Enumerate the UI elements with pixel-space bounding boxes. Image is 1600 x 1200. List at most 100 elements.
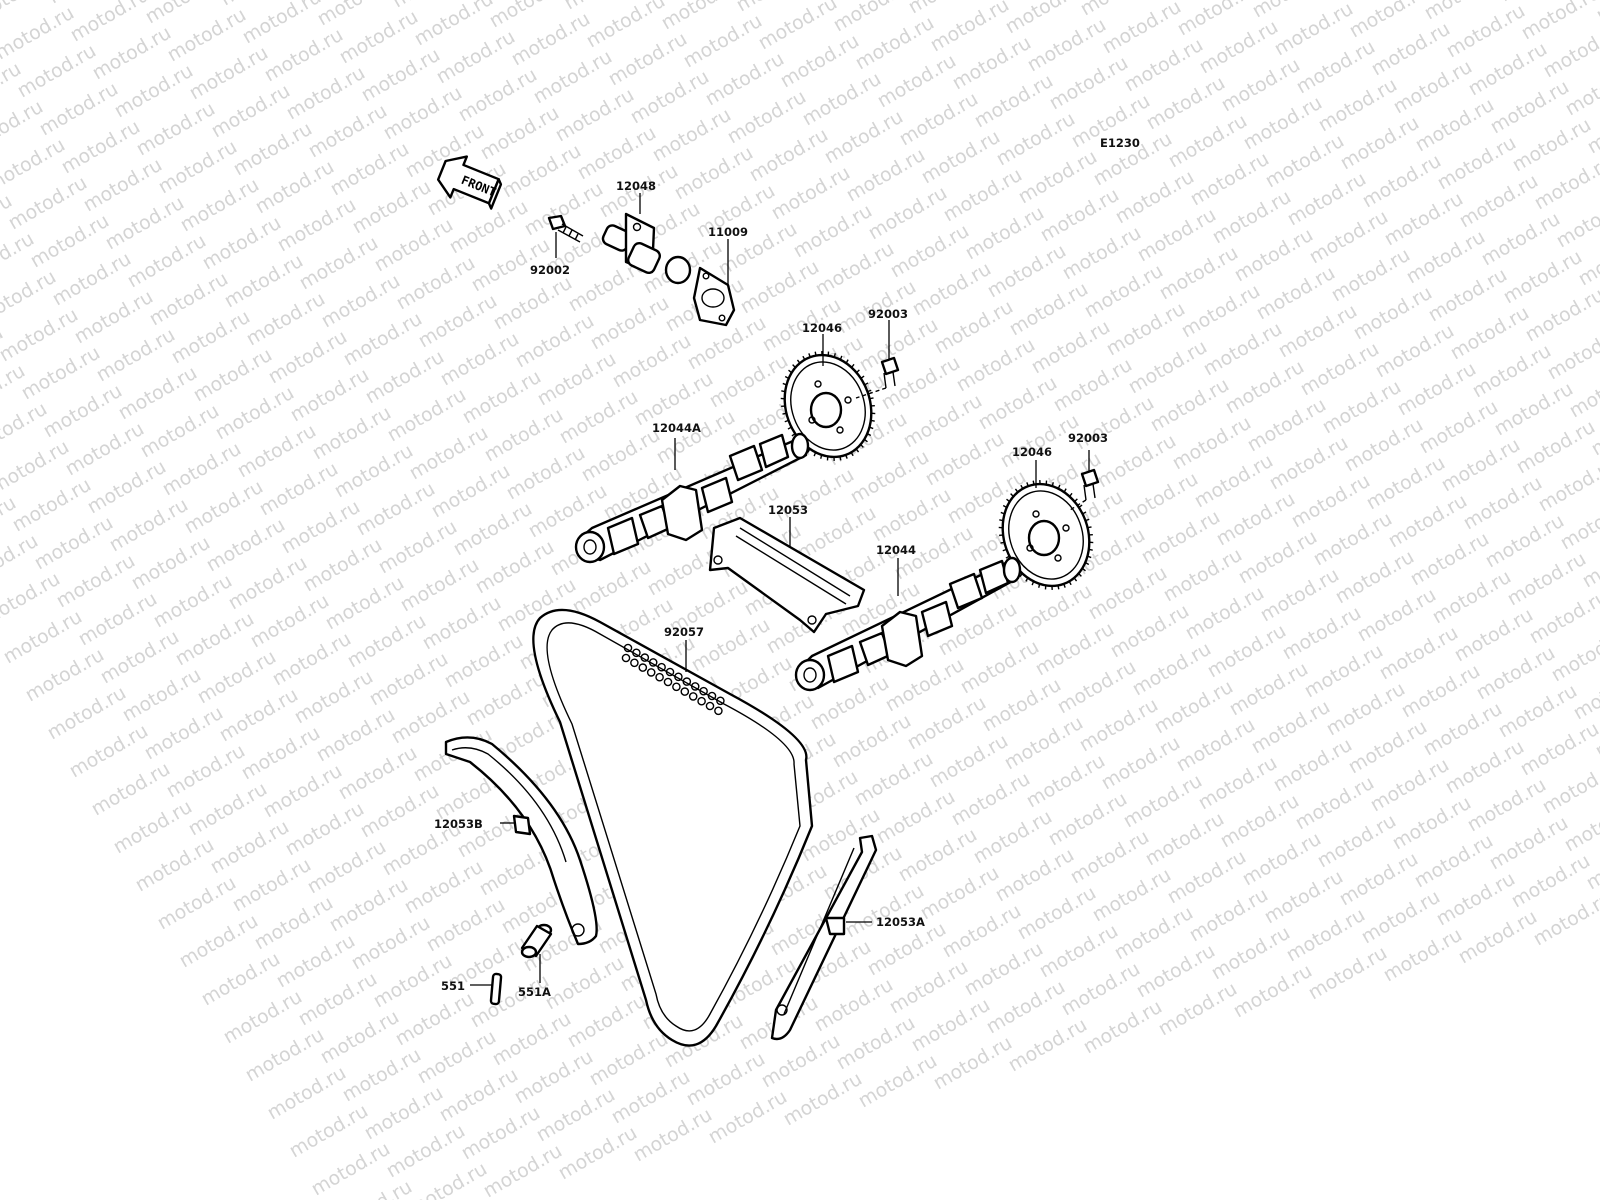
sprocket-tooth: [833, 353, 836, 358]
sprocket-tooth: [1087, 555, 1092, 559]
chain-link: [657, 662, 666, 672]
sprocket-tooth: [999, 519, 1004, 522]
sprocket-tooth: [1020, 484, 1024, 490]
diagram-code: E1230: [1100, 136, 1140, 150]
sprocket-tooth: [856, 369, 860, 374]
sprocket-tooth: [855, 448, 860, 453]
sprocket-tooth: [802, 355, 806, 361]
sprocket-tooth: [1002, 504, 1008, 509]
sprocket-tooth: [1068, 580, 1072, 586]
bolt-92003-lower: [1080, 468, 1100, 501]
chain-link: [699, 686, 708, 696]
chain-link: [623, 643, 633, 653]
label-551A: 551A: [518, 985, 551, 999]
dowel-pin-551: [489, 972, 503, 1006]
chain-link: [716, 696, 725, 706]
sprocket-tooth: [1057, 585, 1060, 590]
sprocket-tooth: [784, 375, 790, 380]
label-92002: 92002: [530, 263, 570, 277]
front-arrow-icon: FRONT: [436, 155, 503, 210]
dowel-pin-551A: [520, 923, 553, 959]
chain-guide-12053B: [444, 736, 598, 946]
label-92003-upper: 92003: [868, 307, 908, 321]
sprocket-tooth: [1078, 572, 1082, 577]
sprocket-tooth: [1081, 567, 1086, 572]
label-12046-upper: 12046: [802, 321, 842, 335]
sprocket-tooth: [1051, 482, 1054, 487]
sprocket-tooth: [1032, 480, 1035, 485]
sprocket-tooth: [820, 454, 823, 459]
sprocket-tooth: [1078, 504, 1083, 509]
sprocket-tooth: [796, 359, 801, 364]
label-551: 551: [441, 979, 465, 993]
sprocket-tooth: [864, 382, 869, 386]
sprocket-tooth: [845, 359, 849, 364]
sprocket-tooth: [1063, 488, 1067, 493]
sprocket-tooth: [1074, 498, 1078, 503]
chain-link: [632, 648, 641, 658]
label-12048: 12048: [616, 179, 656, 193]
sprocket-tooth: [808, 353, 811, 358]
chain-link: [638, 663, 648, 672]
chain-link: [682, 677, 692, 686]
sprocket-tooth: [1057, 484, 1061, 489]
bolt-92002: [547, 214, 584, 243]
chain-link: [640, 653, 650, 662]
sprocket-tooth: [869, 426, 874, 430]
sprocket-tooth: [782, 382, 787, 386]
label-12053A: 12053A: [876, 915, 925, 929]
camshaft-12044: [794, 556, 1022, 692]
sprocket-tooth: [792, 364, 796, 369]
chain-link: [665, 667, 675, 677]
label-12044A: 12044A: [652, 421, 701, 435]
sprocket-tooth: [1005, 555, 1010, 559]
label-92003-lower: 92003: [1068, 431, 1108, 445]
sprocket-tooth: [782, 412, 787, 415]
bolt-92003-upper: [880, 356, 900, 389]
chain-link: [680, 687, 690, 696]
sprocket-tooth: [813, 452, 817, 457]
chain-link: [714, 706, 723, 716]
sprocket-tooth: [1063, 583, 1066, 588]
sprocket-tooth: [869, 397, 874, 400]
chain-link: [674, 672, 683, 682]
sprocket-tooth: [1084, 561, 1090, 566]
cam-chain-92057: [532, 608, 814, 1047]
sprocket-12046-lower: [998, 480, 1094, 590]
sprocket-tooth: [1006, 498, 1011, 503]
sprocket-tooth: [1038, 583, 1041, 588]
label-12046-lower: 12046: [1012, 445, 1052, 459]
chain-link: [630, 658, 639, 668]
chain-guide-12053A: [770, 834, 878, 1041]
sprocket-tooth: [791, 432, 796, 437]
label-12044: 12044: [876, 543, 916, 557]
chain-link: [655, 672, 664, 682]
chain-link: [705, 701, 715, 711]
chain-link: [697, 696, 706, 706]
sprocket-tooth: [866, 432, 872, 437]
sprocket-tooth: [814, 351, 817, 356]
chain-link: [663, 677, 673, 687]
chain-link: [646, 668, 656, 677]
sprocket-tooth: [863, 438, 868, 443]
sprocket-tooth: [860, 443, 864, 448]
sprocket-tooth: [839, 456, 842, 461]
chain-link: [688, 692, 698, 701]
chain-link: [648, 658, 658, 667]
sprocket-tooth: [839, 355, 843, 360]
camshaft-12044A: [574, 432, 810, 564]
sprocket-tooth: [867, 389, 872, 393]
sprocket-tooth: [1073, 577, 1078, 582]
sprocket-tooth: [870, 419, 875, 422]
chain-links: [621, 643, 725, 716]
sprocket-tooth: [1002, 548, 1007, 552]
sprocket-tooth: [784, 419, 789, 423]
sprocket-tooth: [1082, 511, 1087, 515]
sprocket-tooth: [1031, 581, 1035, 586]
sprocket-tooth: [1088, 548, 1093, 551]
chain-tensioner-12048: [601, 212, 692, 285]
sprocket-tooth: [1000, 541, 1005, 544]
chain-guide-12053: [708, 516, 866, 634]
sprocket-tooth: [1019, 573, 1023, 578]
